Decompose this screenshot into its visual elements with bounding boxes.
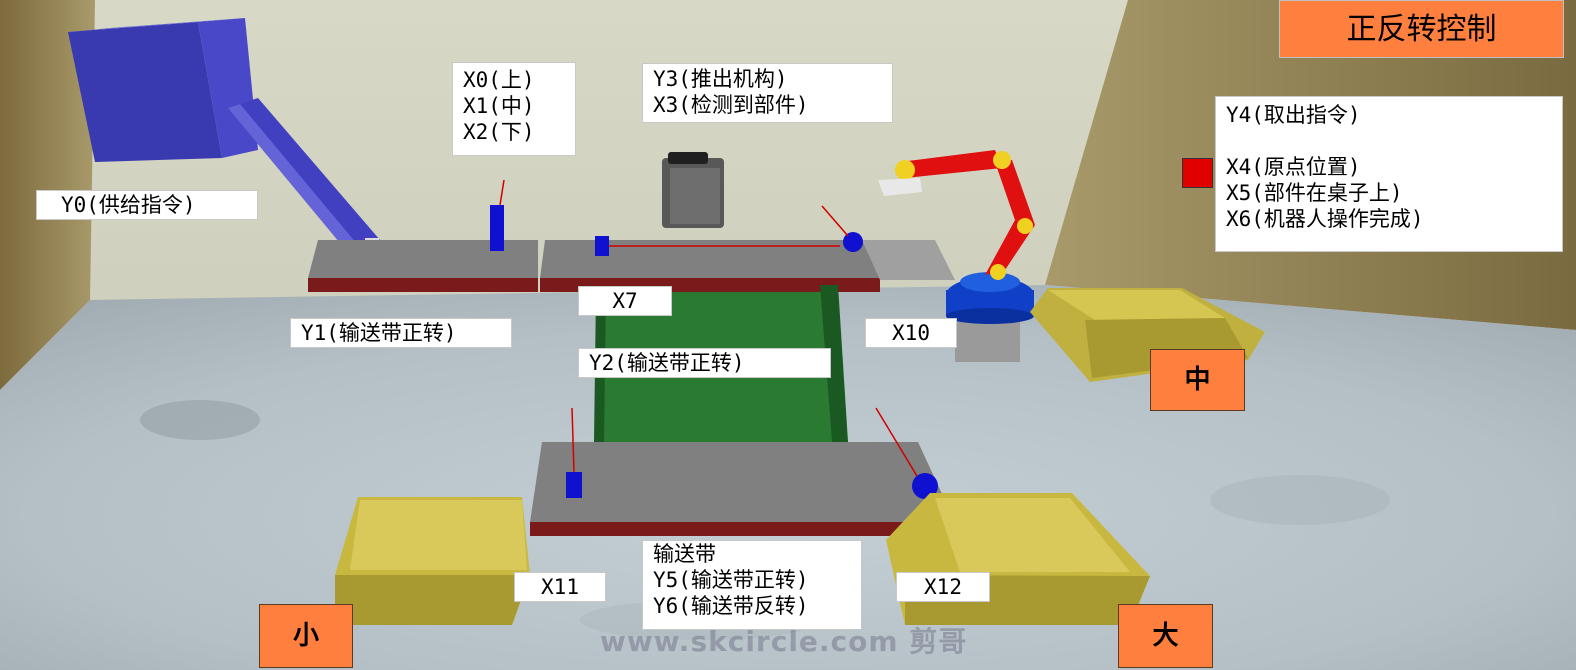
forward-reverse-control-button[interactable]: 正反转控制: [1279, 0, 1564, 58]
label-x10: X10: [865, 318, 957, 348]
label-x0-x2-sensors: X0(上)X1(中)X2(下): [452, 62, 576, 156]
label-x6: X6(机器人操作完成): [1226, 207, 1424, 231]
bin-small-box: [335, 497, 530, 625]
label-y3-x3-pusher: Y3(推出机构)X3(检测到部件): [642, 63, 893, 123]
label-x11: X11: [514, 572, 606, 602]
label-spacer: [1226, 128, 1552, 154]
label-x12: X12: [896, 572, 990, 602]
bin-medium-button[interactable]: 中: [1150, 349, 1245, 411]
label-x3: X3(检测到部件): [653, 93, 809, 117]
label-y4: Y4(取出指令): [1226, 103, 1361, 127]
status-indicator-light: [1182, 158, 1213, 188]
label-y3: Y3(推出机构): [653, 67, 788, 91]
label-y2-conveyor: Y2(输送带正转): [578, 348, 831, 378]
robot-arm: [878, 150, 1035, 362]
label-y1-conveyor: Y1(输送带正转): [290, 318, 512, 348]
label-x1: X1(中): [463, 94, 535, 118]
conveyor-upper-left: [308, 240, 538, 292]
label-robot-signals: Y4(取出指令) X4(原点位置)X5(部件在桌子上)X6(机器人操作完成): [1215, 96, 1563, 252]
label-y5: Y5(输送带正转): [653, 568, 809, 592]
bin-small-button[interactable]: 小: [259, 604, 353, 668]
label-x0: X0(上): [463, 68, 535, 92]
label-x7: X7: [578, 286, 672, 316]
label-x4: X4(原点位置): [1226, 155, 1361, 179]
feeder-hopper: [68, 18, 380, 260]
label-y6: Y6(输送带反转): [653, 594, 809, 618]
label-conveyor-name: 输送带: [653, 542, 716, 566]
label-x2: X2(下): [463, 120, 535, 144]
conveyor-lower: [530, 442, 955, 536]
label-y0-supply: Y0(供给指令): [36, 190, 258, 220]
watermark-text: www.skcircle.com 剪哥: [600, 625, 968, 658]
pusher-mechanism: [662, 152, 724, 228]
bin-large-button[interactable]: 大: [1118, 604, 1213, 668]
label-x5: X5(部件在桌子上): [1226, 181, 1403, 205]
